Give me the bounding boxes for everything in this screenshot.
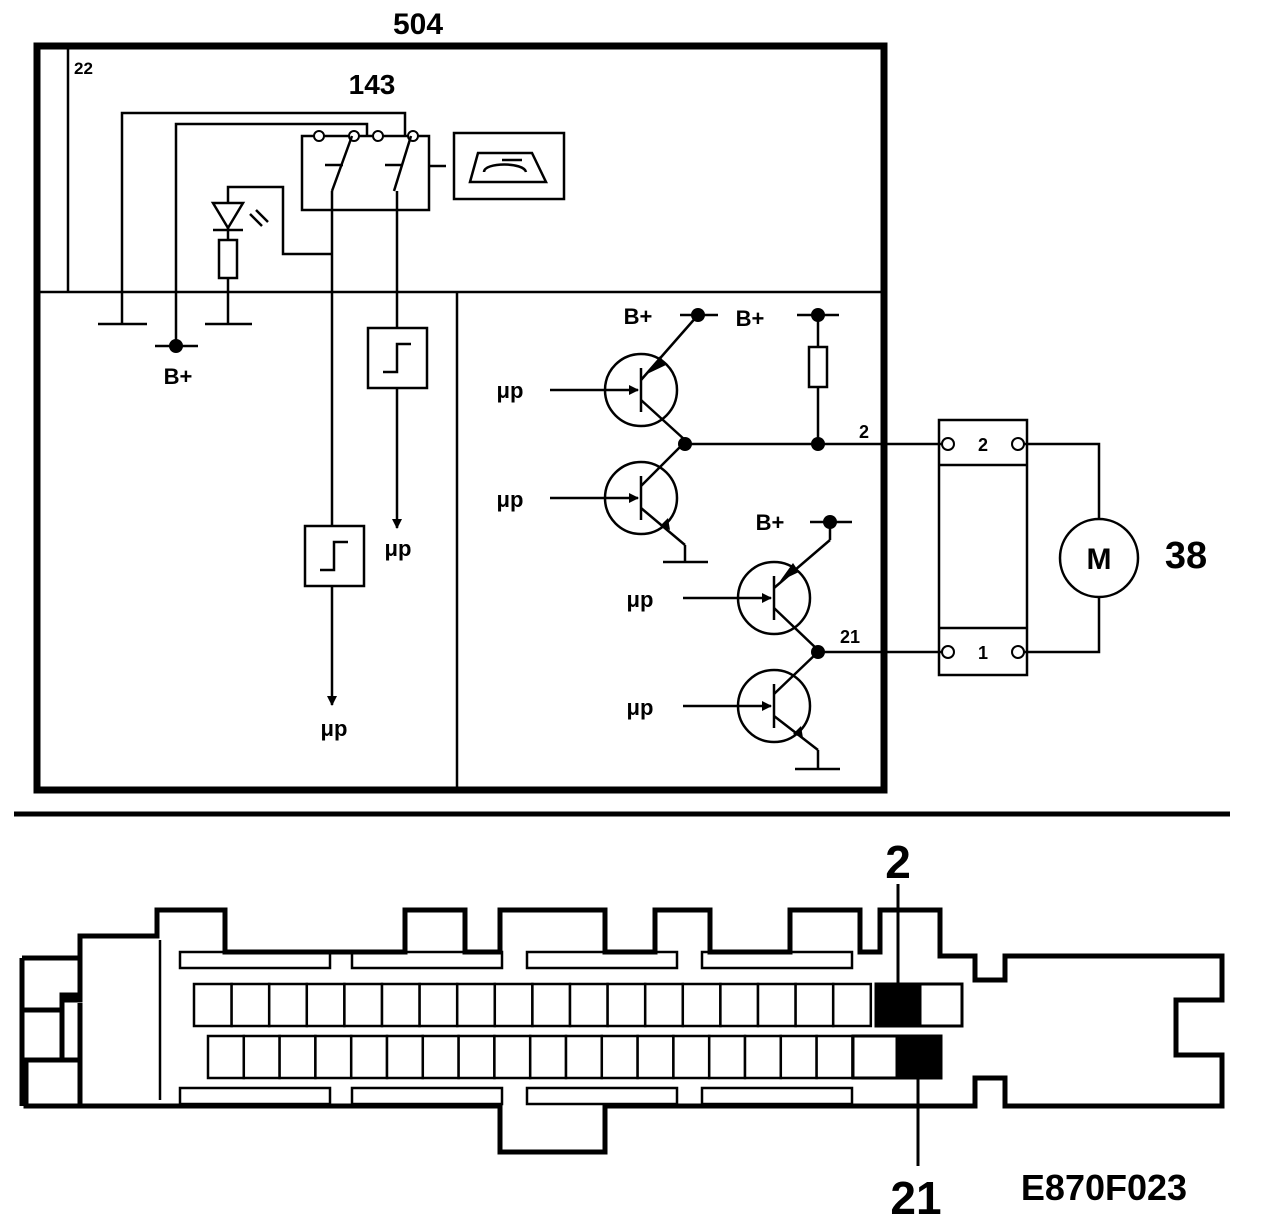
switch-143 [300,130,566,212]
mu-p-label-q3: μp [627,587,654,612]
connector-pin-cell [457,1034,496,1080]
ground-wiring [66,48,407,348]
transistor-q3 [683,522,832,651]
connector-pin-cell [305,982,346,1028]
mu-p-label-q2: μp [497,487,524,512]
transistor-q2 [550,441,708,564]
mu-p-label-switch-2: μp [385,536,412,561]
connector-pin-cell [455,982,497,1028]
mu-p-label-switch-1: μp [321,716,348,741]
connector-pin-cell [343,982,384,1028]
module-label: 504 [393,8,443,41]
led-indicator [205,185,332,326]
connector-pin-cell [349,1034,389,1080]
connector-pin-cell [815,1034,854,1080]
connector-pin-cell [278,1034,317,1080]
figure-code: E870F023 [1021,1167,1187,1208]
connector-pin-cell [707,1034,747,1080]
connector-pin-cell [418,982,459,1028]
motor-38 [1024,442,1140,654]
pin-21-highlight [895,1034,943,1080]
b-plus-label-q1: B+ [624,304,653,329]
wire-21-label: 21 [840,627,860,647]
connector-pin-cell [794,982,835,1028]
connector-pin-cell [831,982,873,1028]
connector-pin-cell [528,1034,568,1080]
module-504-housing [33,42,888,794]
connector-pin-row-top [192,982,873,1028]
b-plus-label: B+ [164,364,193,389]
connector-pin-cell [636,1034,675,1080]
connector-pin-cell [493,1034,532,1080]
harness-connector [937,418,1029,677]
pin-2-neighbor [918,982,964,1028]
motor-symbol: M [1087,543,1112,576]
connector-pin-row-bottom [206,1034,854,1080]
b-plus-label-pullup: B+ [736,306,765,331]
b-plus-node [169,339,183,353]
connector-pin-cell [681,982,722,1028]
connector-pin-cell [206,1034,246,1080]
connector-pin-cell [531,982,572,1028]
transistor-q4 [683,651,840,771]
connector-pin-cell [672,1034,711,1080]
connector-pin-cell [643,982,685,1028]
pin-2-callout-label: 2 [885,836,911,888]
connector-pin-cell [719,982,760,1028]
pin-2-highlight [874,982,922,1028]
connector-pin-cell [564,1034,604,1080]
connector-pin-2-label: 2 [978,435,988,455]
motor-label: 38 [1165,535,1207,577]
mu-p-label-q1: μp [497,378,524,403]
connector-pin-cell [230,982,271,1028]
b-plus-label-q3: B+ [756,510,785,535]
ecu-connector-face [19,907,1225,1155]
connector-pin-cell [568,982,609,1028]
connector-pin-cell [756,982,797,1028]
connector-pin-cell [493,982,534,1028]
pin-21-callout-label: 21 [890,1172,941,1224]
connector-pin-1-label: 1 [978,643,988,663]
connector-pin-cell [192,982,233,1028]
pin-21-neighbor [851,1034,899,1080]
mu-p-label-q4: μp [627,695,654,720]
connector-pin-cell [421,1034,460,1080]
terminal-22-label: 22 [74,59,93,78]
connector-pin-cell [242,1034,281,1080]
connector-pin-cell [314,1034,353,1080]
switch-label: 143 [349,69,396,100]
transistor-q1 [550,314,699,441]
switch-signal-lines [303,191,429,706]
connector-pin-cell [779,1034,818,1080]
connector-pin-cell [743,1034,783,1080]
connector-pin-cell [606,982,647,1028]
wire-2-label: 2 [859,422,869,442]
connector-pin-cell [267,982,309,1028]
connector-pin-cell [600,1034,639,1080]
connector-pin-cell [385,1034,425,1080]
connector-pin-cell [380,982,421,1028]
